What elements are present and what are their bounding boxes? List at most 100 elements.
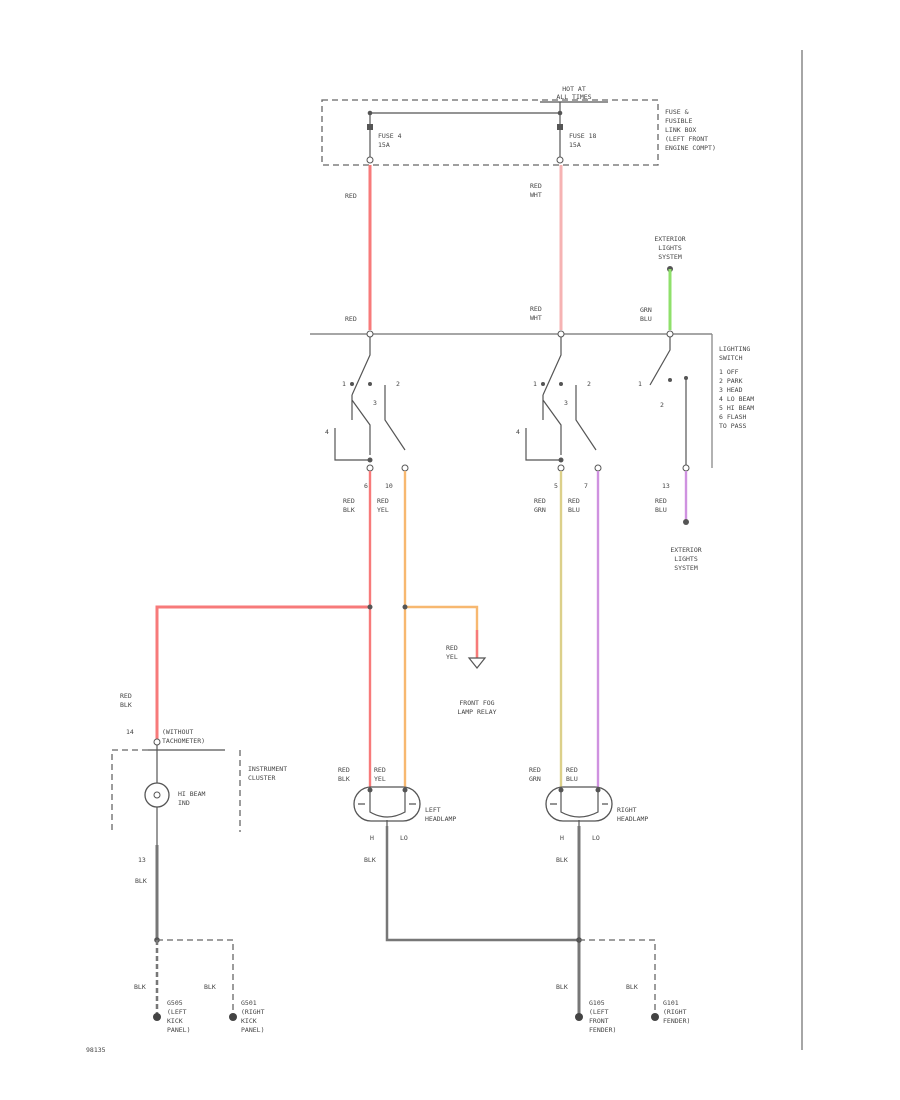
ground-label: PANEL) [167, 1026, 190, 1034]
wire-label: YEL [374, 775, 386, 783]
switch-pole [668, 378, 672, 382]
ground-label: FRONT [589, 1017, 609, 1025]
switch-terminal [557, 330, 565, 338]
ground-label: G101 [663, 999, 679, 1007]
wire-label: RED [530, 182, 542, 190]
switch-pos-num: 1 [638, 380, 642, 388]
ground-label: KICK [167, 1017, 183, 1025]
terminal-num: 10 [385, 482, 393, 490]
ground-label: (LEFT [167, 1008, 187, 1016]
terminal-num: 7 [584, 482, 588, 490]
fuse-box-label: ENGINE COMPT) [665, 144, 716, 152]
ground-link-dashed [579, 939, 656, 1015]
left-headlamp-label: LEFT [425, 806, 441, 814]
connector-node [683, 519, 689, 525]
lamp-terminal [595, 787, 601, 793]
exterior-lights-label: LIGHTS [674, 555, 698, 563]
switch-pole [684, 376, 688, 380]
diagram-id: 98135 [86, 1046, 106, 1054]
fog-relay-label: LAMP RELAY [457, 708, 496, 716]
ground-left-group: BLK BLK G505 (LEFT KICK PANEL) G501 (RIG… [134, 937, 265, 1034]
switch-title: SWITCH [719, 354, 743, 362]
switch-node [367, 457, 373, 463]
ground-label: KICK [241, 1017, 257, 1025]
wire-label: BLK [364, 856, 376, 864]
ground-label: PANEL) [241, 1026, 264, 1034]
exterior-lights-label: EXTERIOR [670, 546, 701, 554]
ground-icon [651, 1013, 659, 1021]
fuse-box: HOT AT ALL TIMES FUSE 4 15A FUSE 18 15A … [321, 85, 716, 166]
cluster-outline [111, 749, 241, 832]
cluster-variant: TACHOMETER) [162, 737, 205, 745]
wire-label: WHT [530, 314, 542, 322]
switch-terminal [682, 464, 690, 472]
terminal-num: LO [592, 834, 600, 842]
wire-label: BLK [134, 983, 146, 991]
wire-label: YEL [377, 506, 389, 514]
wire-label: BLK [556, 856, 568, 864]
switch-pole [541, 382, 545, 386]
fuse4-label: FUSE 4 [378, 132, 402, 140]
fuse-box-label: FUSE & [665, 108, 689, 116]
ground-label: FENDER) [589, 1026, 616, 1034]
all-times-label: ALL TIMES [556, 93, 591, 101]
switch-pos-num: 4 [516, 428, 520, 436]
wire-label: RED [374, 766, 386, 774]
wire-label: BLK [204, 983, 216, 991]
wire-label: GRN [534, 506, 546, 514]
wire-label: BLU [566, 775, 578, 783]
switch-position: 2 PARK [719, 377, 743, 385]
fuse4-rating: 15A [378, 141, 390, 149]
fuse18-label: FUSE 18 [569, 132, 596, 140]
switch-pole [559, 382, 563, 386]
switch-pos-num: 2 [660, 401, 664, 409]
lamp-label: HI BEAM [178, 790, 205, 798]
wire-label: BLK [338, 775, 350, 783]
lamp-terminal [367, 787, 373, 793]
fog-relay-label: FRONT FOG [459, 699, 494, 707]
ground-label: G505 [167, 999, 183, 1007]
fuse-box-label: (LEFT FRONT [665, 135, 708, 143]
switch-position: 4 LO BEAM [719, 395, 754, 403]
wire-label: GRN [640, 306, 652, 314]
switch-terminal [366, 330, 374, 338]
wire-label: BLK [626, 983, 638, 991]
switch-contacts-right [649, 337, 687, 465]
terminal-num: LO [400, 834, 408, 842]
wire-label: RED [345, 192, 357, 200]
ground-label: G105 [589, 999, 605, 1007]
cluster-label: INSTRUMENT [248, 765, 287, 773]
switch-terminal [366, 464, 374, 472]
lamp-label: IND [178, 799, 190, 807]
right-headlamp-filament [560, 790, 599, 818]
terminal-num: 14 [126, 728, 134, 736]
wire-label: BLU [655, 506, 667, 514]
exterior-lights-label: SYSTEM [674, 564, 698, 572]
exterior-lights-label: SYSTEM [658, 253, 682, 261]
switch-terminal [594, 464, 602, 472]
fuse-terminal [556, 156, 564, 164]
switch-contacts-middle [525, 337, 597, 461]
wire-label: RED [345, 315, 357, 323]
hot-at-label: HOT AT [562, 85, 586, 93]
switch-pos-num: 3 [564, 399, 568, 407]
ground-label: (RIGHT [241, 1008, 265, 1016]
cluster-label: CLUSTER [248, 774, 275, 782]
wire-red-yellow [405, 605, 479, 658]
wire-label: RED [120, 692, 132, 700]
lamp-terminal [402, 787, 408, 793]
terminal-num: 6 [364, 482, 368, 490]
right-headlamp: RED GRN RED BLU RIGHT HEADLAMP H LO BLK [529, 766, 648, 864]
instrument-cluster: 14 (WITHOUT TACHOMETER) HI BEAM IND INST… [111, 728, 287, 885]
ground-label: (RIGHT [663, 1008, 687, 1016]
switch-pos-num: 1 [342, 380, 346, 388]
wire-label: RED [534, 497, 546, 505]
wire-black [385, 826, 580, 942]
left-headlamp-label: HEADLAMP [425, 815, 456, 823]
connector-arrow-icon [467, 657, 487, 669]
wire-label: RED [377, 497, 389, 505]
terminal-num: 13 [138, 856, 146, 864]
switch-contacts-left [334, 337, 406, 461]
fuse-box-label: LINK BOX [665, 126, 696, 134]
wire-label: BLK [343, 506, 355, 514]
